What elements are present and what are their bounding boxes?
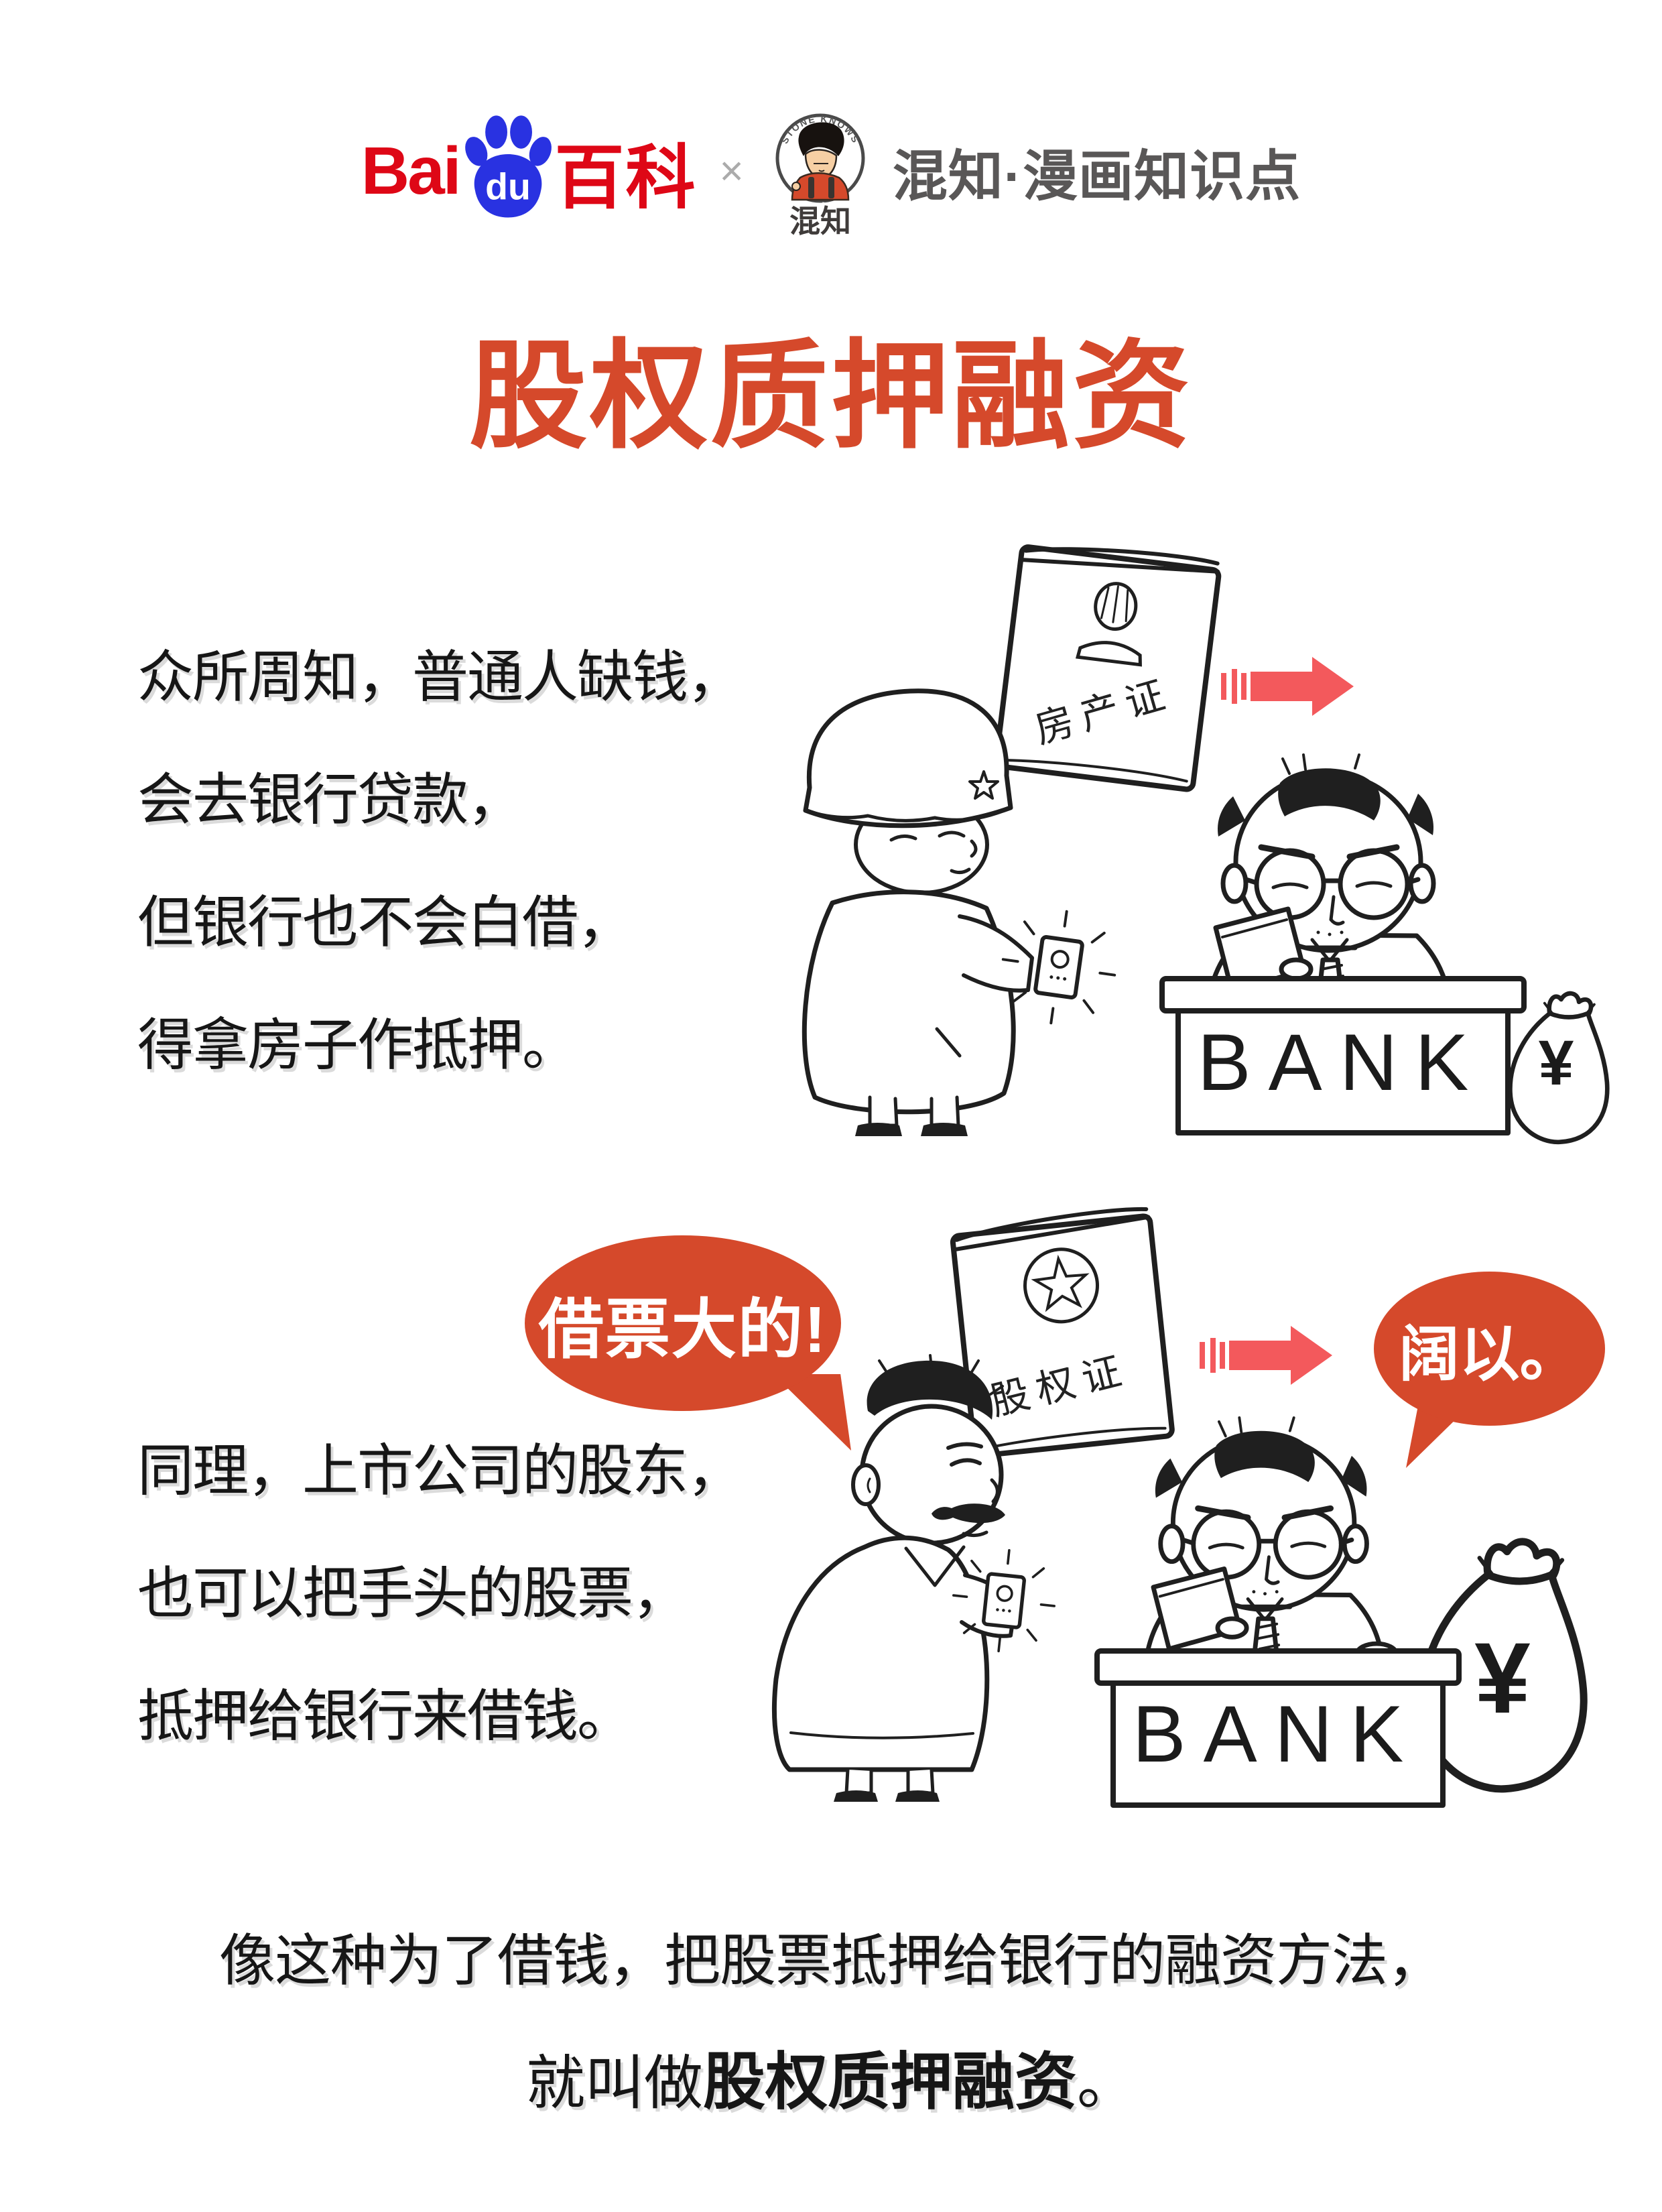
baidu-baike-logo: Bai du 百科 [361,113,697,230]
speech-bubble-banker: 阔以。 [1374,1272,1605,1426]
conclusion-line-2: 就叫做股权质押融资。 [0,2031,1662,2122]
conclusion-line-1: 像这种为了借钱，把股票抵押给银行的融资方法， [218,1929,1444,1992]
page-title: 股权质押融资 [468,331,1193,463]
bubble-left-text: 借票大的! [538,1292,828,1366]
yuan-symbol: ¥ [1474,1621,1530,1734]
panel1-line-1: 众所周知，普通人缺钱， [137,646,743,709]
panel1-text-block: 众所周知，普通人缺钱， 会去银行贷款， 但银行也不会白借， 得拿房子作抵押。 [137,611,743,1102]
series-title: 混知·漫画知识点 [892,145,1301,207]
bubble-right-text: 阔以。 [1399,1321,1580,1388]
panel2-line-1: 同理，上市公司的股东， [137,1439,743,1502]
conclusion-prefix: 就叫做 [525,2050,703,2116]
baidu-paw-icon: du [464,115,552,217]
panel2-text-block: 同理，上市公司的股东， 也可以把手头的股票， 抵押给银行来借钱。 [137,1405,743,1773]
panel1-line-4: 得拿房子作抵押。 [137,1013,578,1077]
panel1-line-2: 会去银行贷款， [137,768,523,831]
money-bag: ¥ [1510,993,1607,1142]
bank-sign-text: BANK [1133,1689,1421,1779]
baidu-baike-text: 百科 [554,139,697,217]
stone-knows-badge: STONE KNOWS 混知 [775,113,865,241]
collab-x-separator: × [719,147,744,194]
bank-sign-text: BANK [1198,1018,1486,1107]
yuan-symbol: ¥ [1539,1028,1574,1099]
panel2-line-3: 抵押给银行来借钱。 [137,1684,633,1747]
citizen-character [802,688,1123,1136]
shareholder-character [772,1354,1060,1802]
badge-name-text: 混知 [789,204,851,239]
panel2-line-2: 也可以把手头的股票， [137,1562,688,1625]
banker-character [1208,755,1464,1008]
conclusion-term: 股权质押融资 [703,2047,1077,2117]
panel2-illustration: ¥ BANK [772,1354,1635,1823]
baidu-bai-text: Bai [361,133,462,208]
speech-bubble-shareholder: 借票大的! [525,1235,841,1411]
baidu-du-text: du [485,166,531,207]
money-bag-large: ¥ [1422,1542,1584,1789]
conclusion-suffix: 。 [1077,2050,1137,2116]
property-certificate: 房产证 [995,538,1220,790]
equity-certificate: 股权证 [952,1207,1173,1456]
panel1-line-3: 但银行也不会白借， [137,891,633,954]
banker-character [1145,1418,1396,1666]
panel1-illustration: 房产证 BANK [802,523,1628,1136]
bank-desk: BANK [1097,1651,1459,1805]
bank-desk: BANK [1162,979,1524,1133]
header: Bai du 百科 × STONE KNOWS [0,94,1662,248]
transfer-arrow-icon [1221,657,1354,716]
badge-character [791,121,850,200]
panel2-certificate-layer: 股权证 [932,1200,1332,1456]
